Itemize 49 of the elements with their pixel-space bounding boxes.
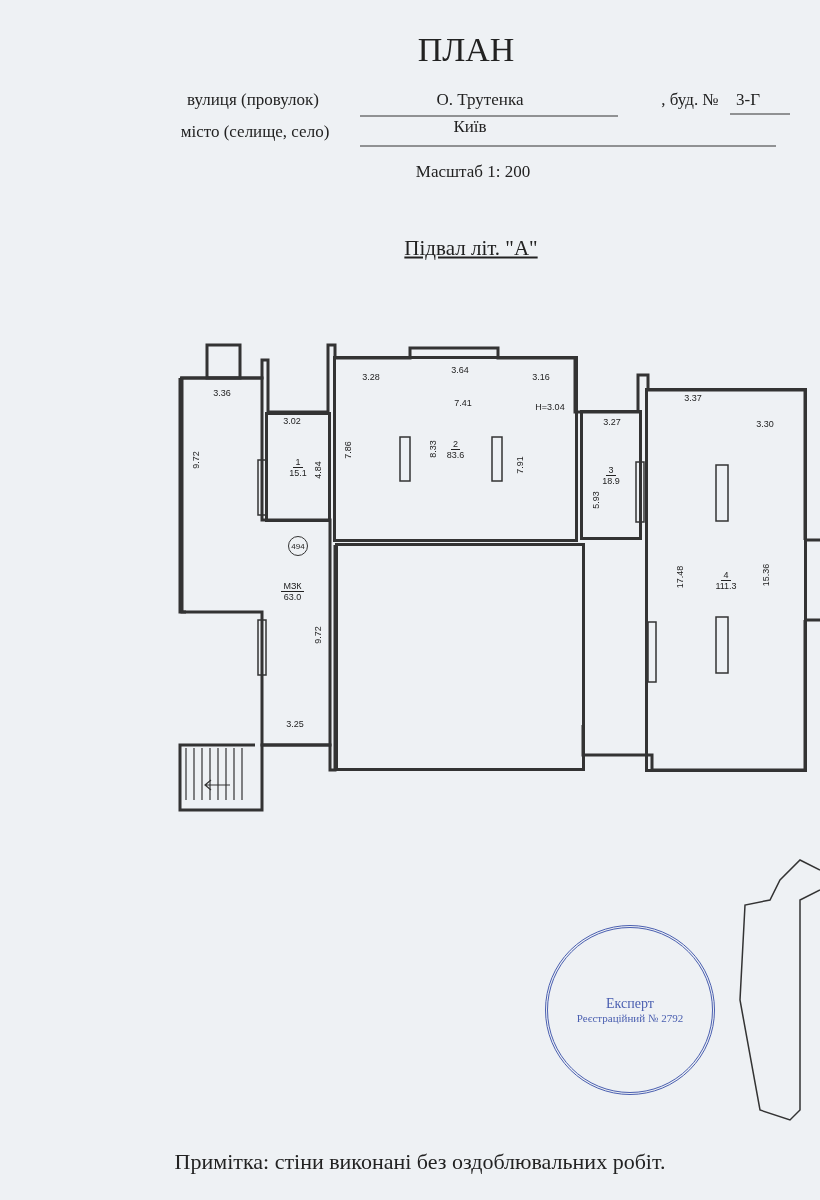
room-area: 63.0 [283,592,302,602]
dimension-label: 3.64 [451,365,469,375]
dimension-label: 9.72 [313,626,323,644]
note: Примітка: стіни виконані без оздоблювальних робіт. [174,1149,666,1175]
form-text: Масштаб 1: 200 [415,162,531,182]
form-text: О. Трутенка [436,90,524,110]
dimension-label: 3.27 [603,417,621,427]
dimension-label: 3.02 [283,416,301,426]
title: ПЛАН [417,31,515,69]
stamp-text: Реєстраційний № 2792 [576,1012,684,1024]
dimension-label: 3.28 [362,372,380,382]
dimension-label: 3.37 [684,393,702,403]
corridor [180,376,335,747]
dimension-label: 7.41 [454,398,472,408]
room [645,388,807,772]
room [265,412,331,522]
room [580,410,642,540]
dimension-label: 3.16 [532,372,550,382]
dimension-label: 9.72 [191,451,201,469]
room-area: 15.1 [289,467,307,478]
dimension-label: 8.33 [428,440,438,458]
form-text: місто (селище, село) [180,122,330,142]
plan-heading: Підвал літ. "А" [404,235,538,261]
stamp-text: Експерт [606,996,654,1012]
room-area: 83.6 [446,449,465,460]
room [333,356,578,542]
room-area: 18.9 [602,475,620,486]
room-number: 2 [451,438,460,450]
form-text: вулиця (провулок) [187,90,319,110]
dimension-label: 3.25 [286,719,304,729]
dimension-label: 3.30 [756,419,774,429]
form-text: Київ [453,117,487,137]
room-number: 3 [606,464,616,476]
room-outline [335,543,585,771]
room-number: 4 [721,569,731,581]
marker-number: 494 [291,541,305,551]
dimension-label: 15.36 [761,563,771,587]
dimension-label: 17.48 [675,565,685,589]
dimension-label: 4.84 [313,461,323,479]
room-number: МЗК [281,581,304,592]
dimension-label: 3.36 [213,388,231,398]
room-number: 1 [293,456,303,468]
dimension-label: 7.91 [515,456,525,474]
dimension-label: H=3.04 [535,402,565,412]
form-text: 3-Г [736,90,760,110]
room-area: 111.3 [715,580,737,591]
form-text: , буд. № [661,90,719,110]
dimension-label: 5.93 [591,491,601,509]
dimension-label: 7.86 [343,441,353,459]
